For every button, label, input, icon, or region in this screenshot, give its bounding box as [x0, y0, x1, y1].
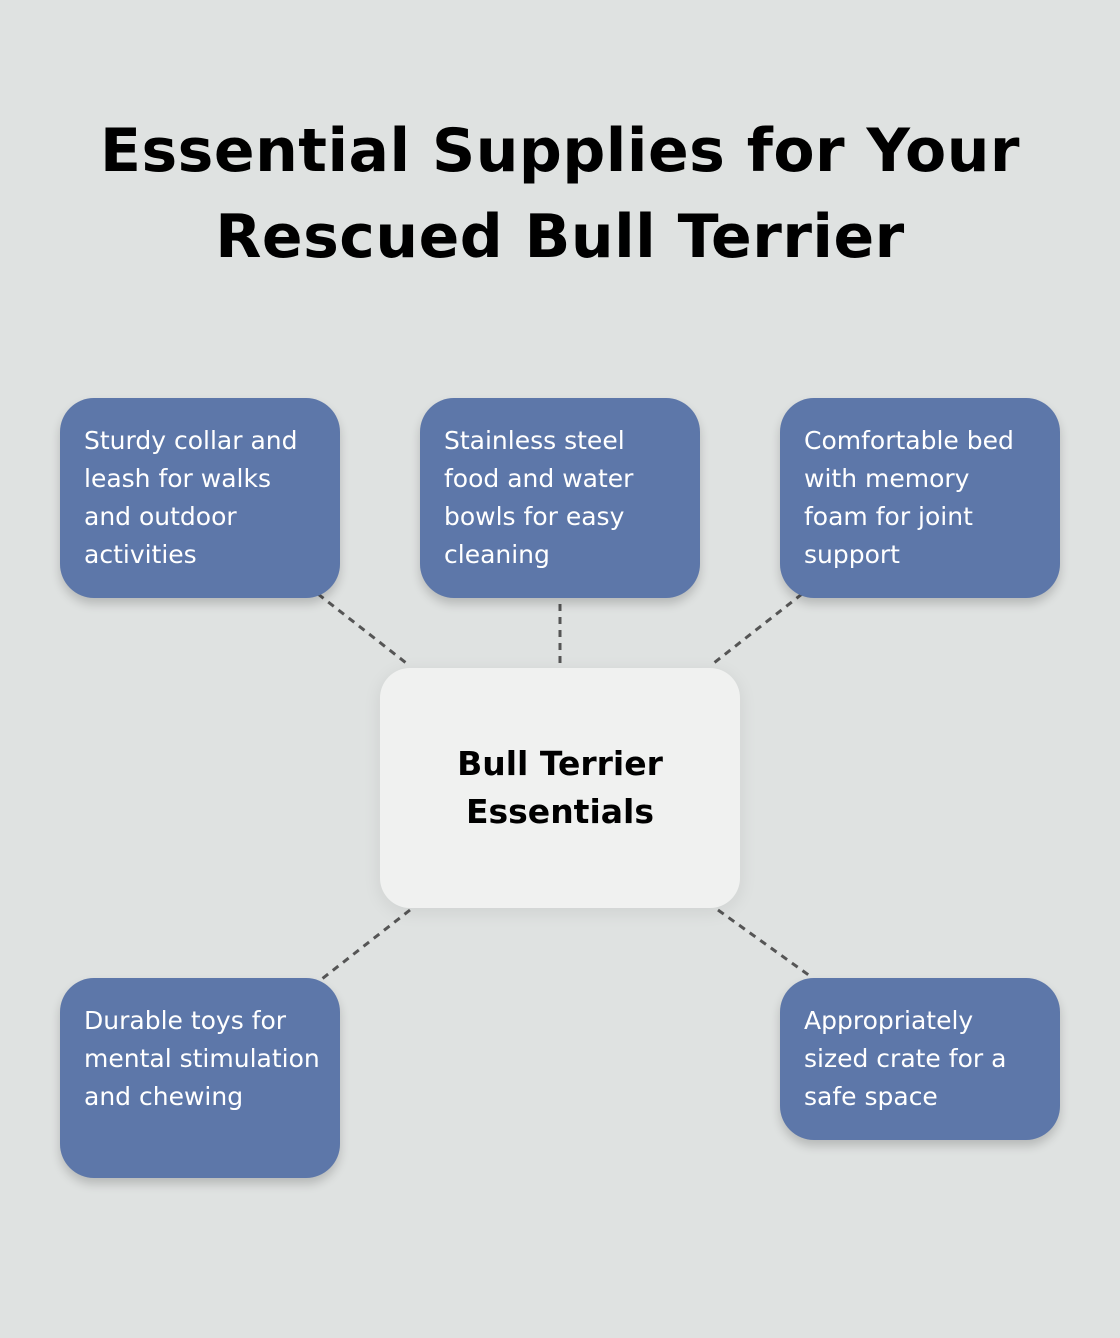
- center-node-label: Bull Terrier Essentials: [457, 744, 663, 831]
- supply-node-text: Comfortable bed with memory foam for joi…: [804, 426, 1014, 569]
- connector-item-4: [317, 908, 411, 984]
- supply-node-crate: Appropriately sized crate for a safe spa…: [780, 978, 1060, 1140]
- center-node: Bull Terrier Essentials: [380, 668, 740, 908]
- connector-item-3: [709, 592, 803, 668]
- supply-node-text: Durable toys for mental stimulation and …: [84, 1006, 320, 1111]
- connector-item-5: [717, 908, 811, 978]
- supply-node-bowls: Stainless steel food and water bowls for…: [420, 398, 700, 598]
- supply-node-toys: Durable toys for mental stimulation and …: [60, 978, 340, 1178]
- supply-node-collar-leash: Sturdy collar and leash for walks and ou…: [60, 398, 340, 598]
- supply-node-bed: Comfortable bed with memory foam for joi…: [780, 398, 1060, 598]
- supply-node-text: Stainless steel food and water bowls for…: [444, 426, 634, 569]
- diagram-title: Essential Supplies for Your Rescued Bull…: [99, 116, 1021, 272]
- connector-item-1: [317, 592, 411, 668]
- supply-node-text: Appropriately sized crate for a safe spa…: [804, 1006, 1007, 1111]
- supply-node-text: Sturdy collar and leash for walks and ou…: [84, 426, 298, 569]
